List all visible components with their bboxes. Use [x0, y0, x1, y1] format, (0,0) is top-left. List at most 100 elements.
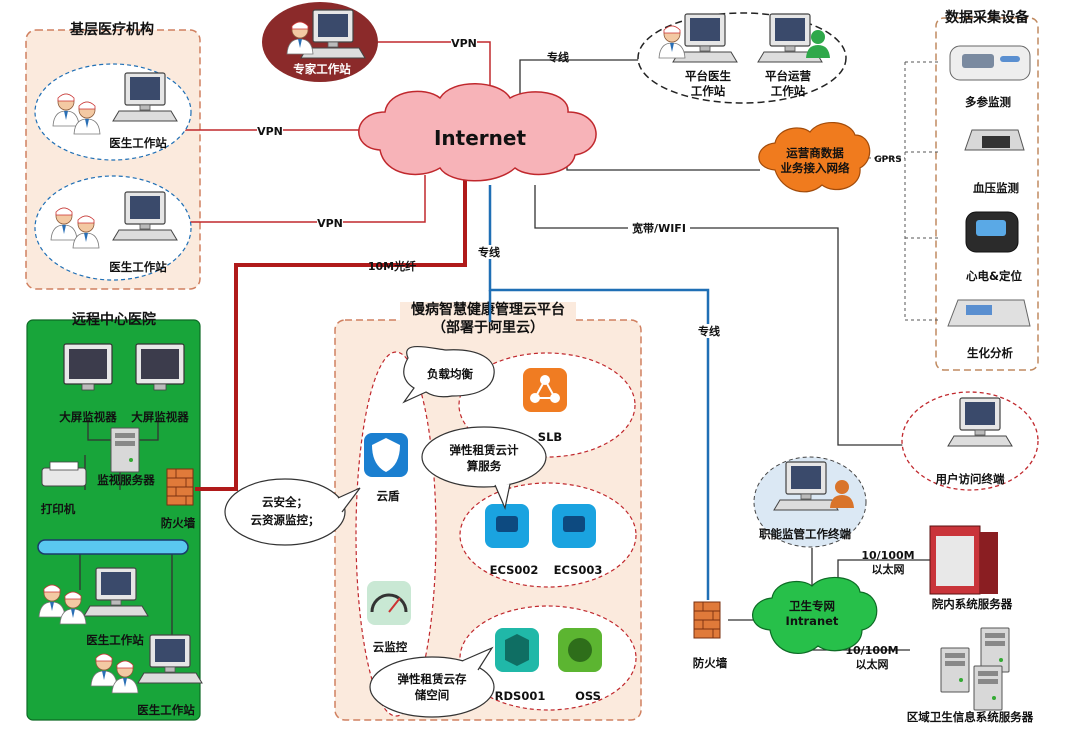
link-eth2-top: 10/100M: [845, 644, 898, 657]
remote-center-title: 远程中心医院: [72, 311, 156, 328]
firewall-left: 防火墙: [161, 468, 196, 530]
slb-label: SLB: [538, 430, 562, 444]
intranet-cloud: 卫生专网 Intranet: [752, 576, 878, 655]
printer: 打印机: [41, 461, 87, 516]
operator-network-cloud: 运营商数据 业务接入网络: [758, 122, 871, 193]
monitor-1-label: 大屏监视器: [59, 410, 117, 424]
security-bubble-line-1: 云安全；: [262, 495, 308, 509]
link-gprs: GPRS: [874, 155, 901, 165]
doctor-station-4-label: 医生工作站: [137, 703, 195, 717]
storage-bubble-line-1: 弹性租赁云存: [398, 672, 467, 686]
server-icon: [110, 427, 140, 473]
link-fiber: 10M光纤: [368, 259, 416, 273]
doctor-station-4: 医生工作站: [90, 634, 203, 717]
device-multi-label: 多参监测: [965, 95, 1011, 109]
slb-icon: [523, 368, 567, 412]
firewall-icon: [693, 601, 721, 639]
firewall-icon: [166, 468, 194, 506]
link-line-right: 专线: [698, 324, 720, 338]
device-ecg-label: 心电&定位: [966, 269, 1023, 283]
firewall-right-label: 防火墙: [693, 656, 728, 670]
devices-title: 数据采集设备: [945, 9, 1030, 26]
oss-label: OSS: [575, 689, 601, 703]
ecs-bubble-line-1: 弹性租赁云计: [450, 443, 519, 457]
storage-bubble-line-2: 储空间: [415, 688, 450, 702]
monitor-icon: [63, 343, 113, 391]
hospital-server-label: 院内系统服务器: [932, 597, 1013, 611]
user-terminal-label: 用户访问终端: [935, 472, 1005, 486]
platform-stations: 平台医生 工作站 平台运营 工作站: [637, 12, 847, 104]
slb-bubble: 负载均衡: [402, 345, 495, 404]
platform-doctor-label-1: 平台医生: [685, 69, 731, 83]
link-vpn-expert: VPN: [451, 37, 477, 50]
doctor-station-3-label: 医生工作站: [86, 633, 144, 647]
ecs-002-label: ECS002: [490, 563, 539, 577]
cloud-platform-title: 慢病智慧健康管理云平台: [411, 301, 565, 318]
operator-label-2: 业务接入网络: [781, 161, 850, 175]
monitor-label: 云监控: [373, 640, 408, 654]
doctor-station-3: 医生工作站: [38, 567, 149, 647]
device-biochem-label: 生化分析: [967, 346, 1013, 360]
device-ecg: 心电&定位: [965, 211, 1023, 283]
device-multi: 多参监测: [949, 45, 1031, 109]
ecs-bubble-line-2: 算服务: [466, 459, 502, 473]
doctor-station-2: 医生工作站: [34, 175, 192, 281]
printer-icon: [41, 467, 87, 487]
device-bp: 血压监测: [964, 129, 1025, 195]
user-terminal: 用户访问终端: [901, 391, 1039, 491]
operator-label-1: 运营商数据: [786, 146, 844, 160]
monitor-icon: [135, 343, 185, 391]
link-eth1-bottom: 以太网: [872, 562, 905, 576]
cloud-internals: SLB ECS002 ECS003 云盾 云监控 RDS001: [224, 345, 637, 718]
lan-bus: [37, 539, 189, 555]
devices-group: [935, 17, 1039, 371]
link-eth2-bottom: 以太网: [856, 657, 889, 671]
rds-service: RDS001: [495, 628, 546, 703]
intranet-label-1: 卫生专网: [789, 599, 835, 613]
regional-server-label: 区域卫生信息系统服务器: [907, 710, 1034, 724]
rds-label: RDS001: [495, 689, 546, 703]
firewall-left-label: 防火墙: [161, 516, 196, 530]
doctor-station-1-label: 医生工作站: [109, 136, 167, 150]
shield-label: 云盾: [377, 489, 400, 503]
connection-lines: [79, 41, 940, 651]
internet-label: Internet: [434, 126, 526, 150]
link-line-cloud: 专线: [478, 245, 500, 259]
storage-bubble: 弹性租赁云存 储空间: [369, 646, 495, 718]
expert-label: 专家工作站: [293, 62, 351, 76]
security-bubble: 云安全； 云资源监控；: [224, 478, 361, 546]
server-icon: [973, 665, 1003, 711]
doctor-station-2-label: 医生工作站: [109, 260, 167, 274]
platform-ops-label-2: 工作站: [771, 84, 806, 98]
regional-server: 区域卫生信息系统服务器: [907, 627, 1034, 724]
cloud-platform-subtitle: （部署于阿里云）: [432, 319, 544, 336]
platform-doctor-label-2: 工作站: [691, 84, 726, 98]
intranet-label-2: Intranet: [786, 614, 839, 628]
supervision-label: 职能监管工作终端: [759, 527, 851, 541]
printer-label: 打印机: [41, 502, 76, 516]
security-bubble-line-2: 云资源监控；: [251, 513, 320, 527]
firewall-right: 防火墙: [693, 601, 728, 670]
remote-monitors: 大屏监视器 大屏监视器: [59, 343, 189, 424]
platform-ops-label-1: 平台运营: [765, 69, 811, 83]
hospital-server: 院内系统服务器: [929, 525, 1013, 611]
monitor-2-label: 大屏监视器: [131, 410, 189, 424]
link-vpn-doc2: VPN: [317, 217, 343, 230]
link-broadband: 宽带/WIFI: [631, 221, 686, 235]
device-bp-label: 血压监测: [973, 181, 1019, 195]
monitor-server-label: 监视服务器: [97, 473, 155, 487]
ecs-003: ECS003: [552, 504, 602, 577]
oss-service: OSS: [558, 628, 602, 703]
monitor-server: 监视服务器: [97, 427, 155, 487]
ecs-003-label: ECS003: [554, 563, 603, 577]
cloud-shield: 云盾: [364, 433, 408, 503]
slb-service: SLB: [523, 368, 567, 444]
ecs-bubble: 弹性租赁云计 算服务: [421, 426, 547, 510]
supervision-terminal: 职能监管工作终端: [753, 456, 867, 548]
slb-bubble-text: 负载均衡: [427, 367, 473, 381]
link-vpn-doc1: VPN: [257, 125, 283, 138]
cloud-monitor: 云监控: [367, 581, 411, 654]
internet-cloud: Internet: [358, 83, 597, 182]
link-line-platform: 专线: [547, 50, 569, 64]
